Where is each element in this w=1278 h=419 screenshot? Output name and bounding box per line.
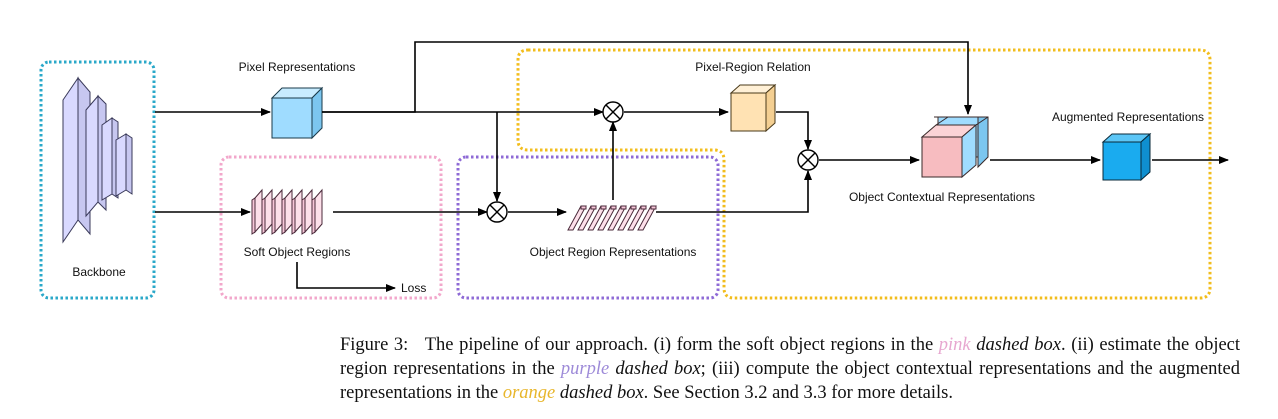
- soft-region-slice: [284, 188, 293, 234]
- caption-part3: ; (iii) compute the object contextual re…: [340, 359, 1241, 403]
- caption-part2: . (ii) estimate the object region repres…: [340, 335, 1241, 379]
- orange-dashed-box: [516, 48, 1212, 300]
- caption-dashed-box-3: dashed: [559, 383, 613, 403]
- figure-caption: Figure 3: The pipeline of our approach. …: [340, 333, 1240, 405]
- caption-figure-label: Figure 3:: [340, 335, 409, 355]
- purple-dashed-box: [456, 155, 720, 300]
- label-augmented-representations: Augmented Representations: [1052, 110, 1204, 124]
- soft-region-slice-side: [301, 197, 306, 235]
- soft-region-slice-side: [261, 197, 266, 235]
- label-backbone: Backbone: [72, 265, 126, 279]
- soft-region-slice: [254, 188, 263, 234]
- pixel-representations-cube: [270, 86, 324, 140]
- multiply-operator-3: [797, 149, 819, 171]
- object-region-slice-top: [650, 205, 657, 210]
- object-region-slice-top: [600, 205, 607, 210]
- soft-region-slice: [264, 188, 273, 234]
- pink-dashed-box: [219, 155, 443, 300]
- backbone-dashed-box: [39, 60, 156, 300]
- label-pixel-representations: Pixel Representations: [239, 60, 356, 74]
- caption-purple-word: purple: [560, 359, 610, 379]
- caption-orange-word: orange: [502, 383, 556, 403]
- soft-region-slice-side: [251, 197, 256, 235]
- object-contextual-cube: [920, 116, 989, 179]
- soft-region-slice: [314, 188, 323, 234]
- caption-part1: The pipeline of our approach. (i) form t…: [424, 335, 934, 355]
- augmented-representations-cube: [1101, 132, 1152, 182]
- caption-box-word: box: [616, 383, 644, 403]
- soft-region-slice-side: [271, 197, 276, 235]
- soft-object-region-slices: [251, 188, 323, 235]
- pixel-region-relation-cube: [729, 83, 777, 133]
- caption-part4: . See Section 3.2 and 3.3 for more detai…: [643, 383, 953, 403]
- object-region-representation-slices: [567, 205, 657, 231]
- object-region-slice-top: [580, 205, 587, 210]
- soft-region-slice: [274, 188, 283, 234]
- soft-region-slice: [294, 188, 303, 234]
- label-loss: Loss: [401, 281, 426, 295]
- object-region-slice-top: [630, 205, 637, 210]
- object-region-slice-top: [640, 205, 647, 210]
- backbone-layers: [62, 76, 133, 244]
- caption-dashed-box-1: dashed box: [976, 335, 1061, 355]
- multiply-operator-1: [486, 201, 508, 223]
- label-soft-object-regions: Soft Object Regions: [244, 245, 351, 259]
- soft-region-slice-side: [291, 197, 296, 235]
- label-object-region-representations: Object Region Representations: [530, 245, 697, 259]
- object-region-slice-top: [610, 205, 617, 210]
- object-region-slice-top: [590, 205, 597, 210]
- multiply-operator-2: [602, 101, 624, 123]
- label-object-contextual-representations: Object Contextual Representations: [849, 190, 1035, 204]
- label-pixel-region-relation: Pixel-Region Relation: [695, 60, 810, 74]
- soft-region-slice-side: [311, 197, 316, 235]
- object-region-slice-top: [620, 205, 627, 210]
- caption-pink-word: pink: [938, 335, 971, 355]
- connectors: [155, 41, 1229, 292]
- soft-region-slice-side: [281, 197, 286, 235]
- caption-dashed-box-2: dashed box: [615, 359, 701, 379]
- soft-region-slice: [304, 188, 313, 234]
